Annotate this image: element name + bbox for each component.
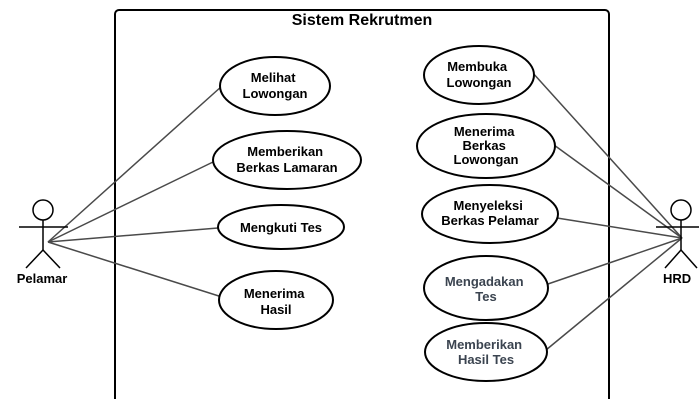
use-case-menyeleksi-berkas-pelamar: Menyeleksi Berkas Pelamar	[421, 184, 559, 244]
use-case-ellipse	[217, 204, 345, 250]
use-case-label-line: Melihat	[251, 70, 296, 85]
assoc-pelamar-memberikan-berkas-lamaran	[47, 161, 214, 243]
use-case-label: Memberikan Berkas Lamaran	[236, 144, 337, 175]
pelamar-head	[32, 199, 54, 221]
use-case-label-line: Menyeleksi	[454, 198, 523, 213]
actor-hrd-label: HRD	[663, 271, 691, 286]
use-case-memberikan-berkas-lamaran: Memberikan Berkas Lamaran	[212, 130, 362, 190]
use-case-label-line: Berkas Lamaran	[236, 160, 337, 175]
use-case-menerima-hasil: Menerima Hasil	[218, 270, 334, 330]
use-case-ellipse	[218, 270, 334, 330]
use-case-ellipse	[423, 255, 549, 321]
hrd-head	[670, 199, 692, 221]
use-case-label-line: Lowongan	[454, 152, 519, 167]
assoc-pelamar-melihat-lowongan	[47, 85, 223, 243]
assoc-hrd-menerima-berkas-lowongan	[553, 144, 683, 239]
actor-pelamar-label: Pelamar	[17, 271, 68, 286]
pelamar-leg-left	[25, 249, 44, 269]
use-case-label-line: Berkas	[463, 138, 506, 153]
pelamar-associations	[47, 85, 223, 298]
use-case-melihat-lowongan: Melihat Lowongan	[219, 56, 331, 116]
hrd-associations	[531, 71, 683, 351]
use-case-label-line: Lowongan	[243, 86, 308, 101]
use-case-label: Menyeleksi Berkas Pelamar	[441, 198, 539, 228]
use-case-label-line: Menerima	[244, 286, 305, 301]
system-title: Sistem Rekrutmen	[292, 12, 433, 29]
assoc-hrd-memberikan-hasil-tes	[545, 237, 683, 351]
use-case-label: Membuka Lowongan	[447, 59, 512, 90]
use-case-mengkuti-tes: Mengkuti Tes	[217, 204, 345, 250]
use-case-ellipse	[424, 322, 548, 382]
use-case-label-line: Berkas Pelamar	[441, 213, 539, 228]
use-case-ellipse	[416, 113, 556, 179]
use-case-label: Melihat Lowongan	[243, 70, 308, 101]
use-case-memberikan-hasil-tes: Memberikan Hasil Tes	[424, 322, 548, 382]
use-case-label-line: Membuka	[447, 59, 508, 74]
use-case-label-line: Memberikan	[247, 144, 323, 159]
pelamar-leg-right	[42, 249, 61, 269]
use-case-mengadakan-tes: Mengadakan Tes	[423, 255, 549, 321]
assoc-pelamar-mengkuti-tes	[47, 227, 219, 243]
use-case-label: Mengadakan Tes	[445, 274, 527, 304]
use-case-membuka-lowongan: Membuka Lowongan	[423, 45, 535, 105]
assoc-hrd-mengadakan-tes	[544, 237, 683, 286]
use-case-label-line: Tes	[475, 289, 496, 304]
use-case-ellipse	[421, 184, 559, 244]
use-case-label-line: Mengkuti Tes	[240, 220, 322, 235]
actor-pelamar	[19, 199, 68, 269]
assoc-pelamar-menerima-hasil	[47, 241, 223, 298]
use-case-ellipse	[212, 130, 362, 190]
use-case-menerima-berkas-lowongan: Menerima Berkas Lowongan	[416, 113, 556, 179]
actor-hrd	[656, 199, 699, 269]
use-case-label-line: Hasil	[260, 302, 291, 317]
use-case-ellipse	[423, 45, 535, 105]
use-case-label-line: Mengadakan	[445, 274, 524, 289]
use-case-label-line: Memberikan	[446, 337, 522, 352]
use-case-label-line: Lowongan	[447, 75, 512, 90]
assoc-hrd-menyeleksi-berkas-pelamar	[556, 217, 683, 239]
assoc-hrd-membuka-lowongan	[531, 71, 683, 239]
use-case-label: Menerima Hasil	[244, 286, 308, 317]
hrd-leg-right	[680, 249, 698, 269]
use-case-label: Memberikan Hasil Tes	[446, 337, 526, 367]
use-case-ellipse	[219, 56, 331, 116]
use-case-label: Mengkuti Tes	[240, 220, 322, 235]
hrd-leg-left	[664, 249, 682, 269]
use-case-label: Menerima Berkas Lowongan	[454, 124, 519, 167]
use-case-label-line: Hasil Tes	[458, 352, 514, 367]
use-case-label-line: Menerima	[454, 124, 515, 139]
